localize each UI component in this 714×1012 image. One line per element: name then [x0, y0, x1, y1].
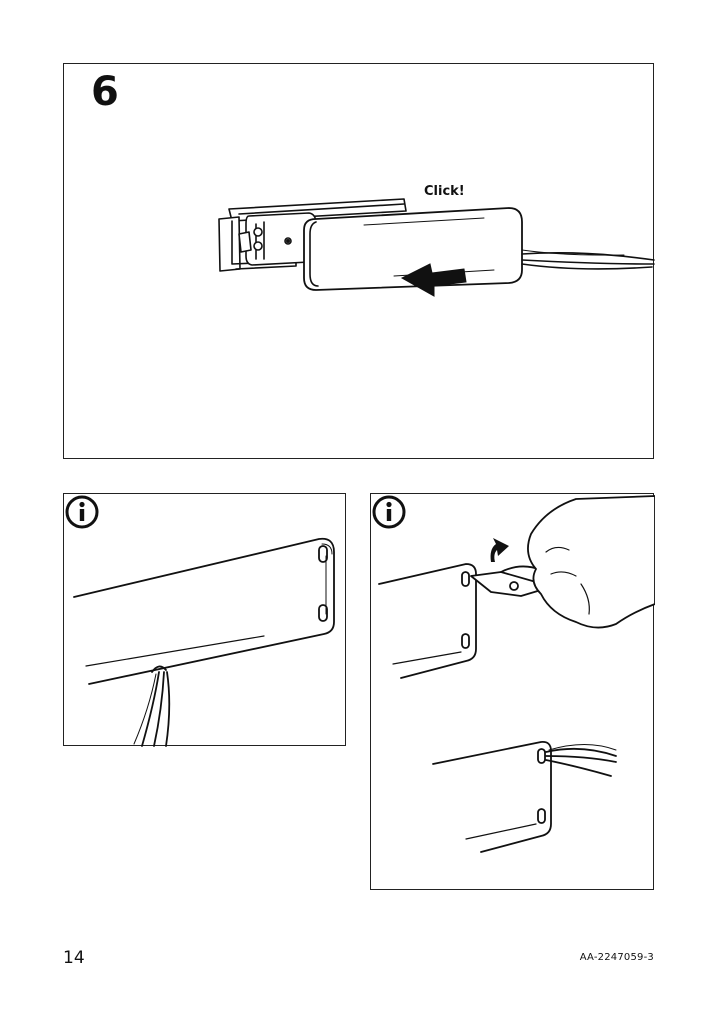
profile-with-cable-illustration — [73, 537, 335, 747]
curved-arrow-icon — [490, 538, 509, 562]
click-label: Click! — [424, 184, 465, 199]
info-panel-right — [370, 493, 655, 890]
end-cap-assembly-illustration — [218, 198, 655, 297]
info-panel-left — [63, 493, 346, 747]
step-number: 6 — [91, 69, 119, 115]
page-number: 14 — [63, 948, 85, 968]
step-panel: 6 Click! — [63, 63, 655, 459]
push-arrow-icon — [400, 263, 467, 297]
info-icon — [65, 495, 99, 529]
document-id: AA-2247059-3 — [579, 952, 654, 963]
info-icon — [372, 495, 406, 529]
cut-end-cap-illustration — [378, 495, 655, 853]
